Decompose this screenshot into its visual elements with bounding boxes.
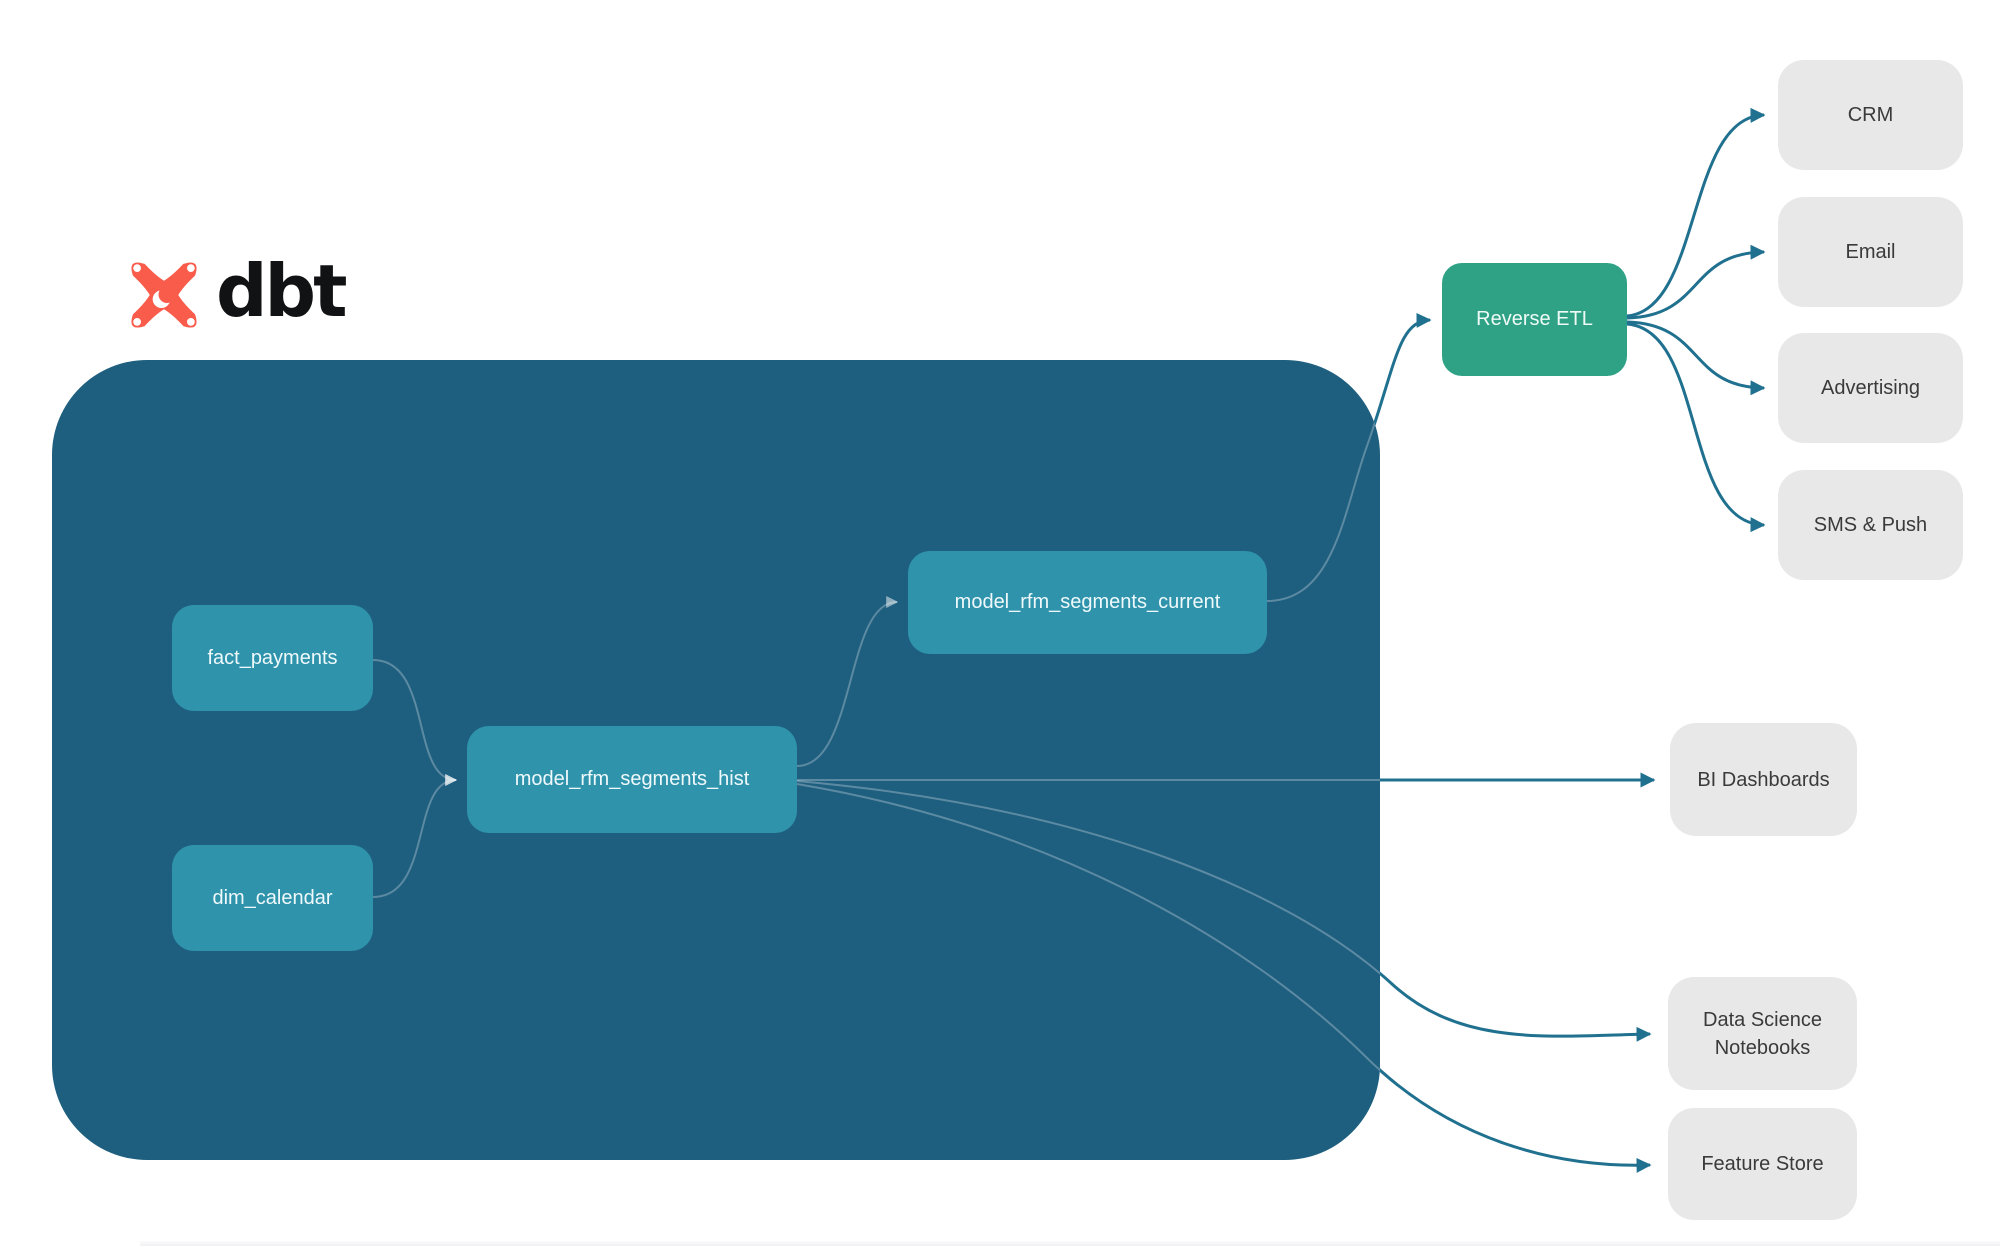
dbt-logo: dbt: [122, 249, 347, 338]
edge-reverse-etl-to-email: [1626, 244, 1766, 320]
node-model-rfm-segments-hist: model_rfm_segments_hist: [467, 726, 797, 833]
page-bottom-edge: [140, 1241, 2000, 1246]
node-reverse-etl: Reverse ETL: [1442, 263, 1627, 376]
dbt-star-icon: [131, 262, 197, 328]
node-bi-dashboards: BI Dashboards: [1670, 723, 1857, 836]
node-crm: CRM: [1778, 60, 1963, 170]
edge-reverse-etl-to-advertising: [1626, 320, 1766, 396]
edge-reverse-etl-to-crm: [1626, 107, 1766, 318]
node-email: Email: [1778, 197, 1963, 307]
node-data-science-notebooks: Data Science Notebooks: [1668, 977, 1857, 1090]
node-fact-payments: fact_payments: [172, 605, 373, 711]
edge-reverse-etl-to-sms-push: [1626, 322, 1766, 533]
node-dim-calendar: dim_calendar: [172, 845, 373, 951]
node-model-rfm-segments-current: model_rfm_segments_current: [908, 551, 1267, 654]
node-sms-push: SMS & Push: [1778, 470, 1963, 580]
node-feature-store: Feature Store: [1668, 1108, 1857, 1220]
node-advertising: Advertising: [1778, 333, 1963, 443]
dbt-logo-wordmark: dbt: [216, 249, 347, 333]
